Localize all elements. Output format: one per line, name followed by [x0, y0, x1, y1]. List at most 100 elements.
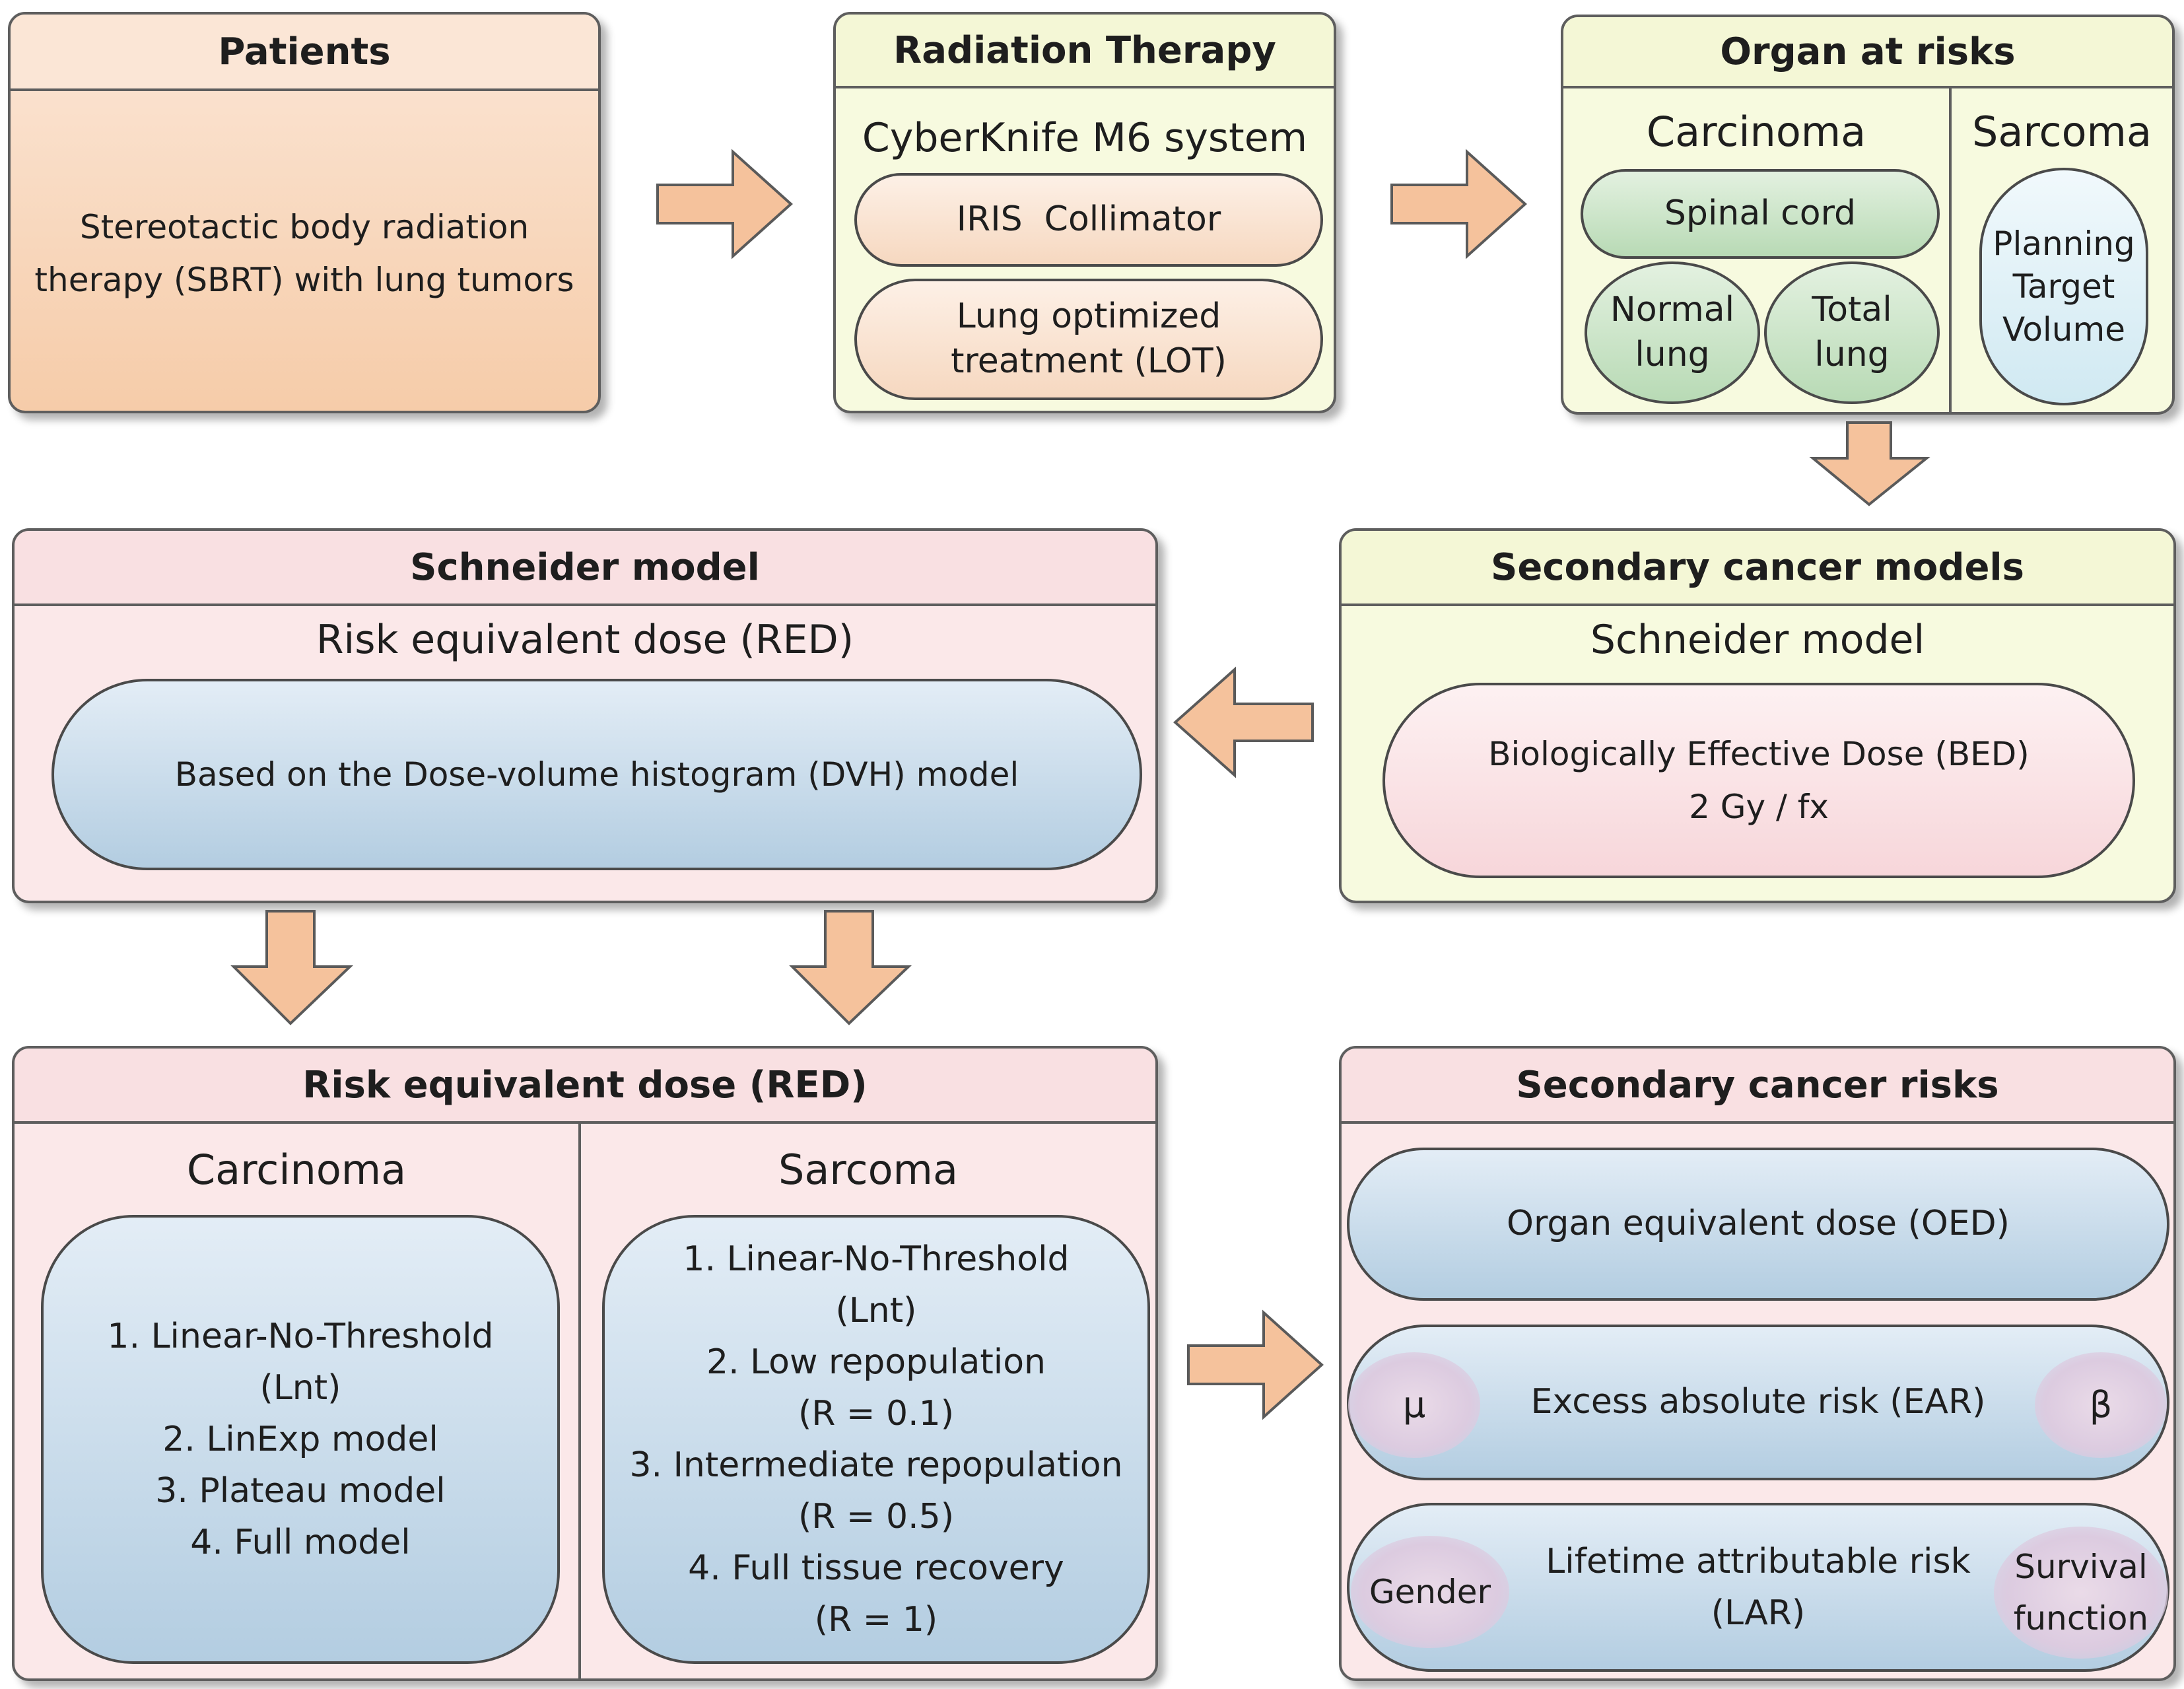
carcinoma-model-item: 1. Linear-No-Threshold — [107, 1317, 494, 1356]
red-sarcoma-label: Sarcoma — [778, 1146, 958, 1194]
patients-panel: Patients Stereotactic body radiation the… — [8, 12, 601, 413]
cyberknife-label: CyberKnife M6 system — [862, 115, 1308, 161]
sarcoma-model-item: (Lnt) — [835, 1291, 917, 1330]
schneider-model-panel: Schneider model Risk equivalent dose (RE… — [12, 528, 1158, 903]
gender-label: Gender — [1369, 1572, 1491, 1611]
red-panel: Risk equivalent dose (RED) Carcinoma Sar… — [12, 1046, 1158, 1681]
carcinoma-models-box: 1. Linear-No-Threshold (Lnt) 2. LinExp m… — [41, 1215, 560, 1664]
sarcoma-models-list: 1. Linear-No-Threshold (Lnt) 2. Low repo… — [629, 1233, 1122, 1645]
arrow-schneider-to-red-right — [789, 910, 912, 1025]
carcinoma-models-list: 1. Linear-No-Threshold (Lnt) 2. LinExp m… — [107, 1311, 493, 1568]
secondary-cancer-models-title: Secondary cancer models — [1342, 531, 2173, 606]
survival-function-label-line2: function — [2013, 1599, 2149, 1637]
ptv-label-line2: Target — [2012, 267, 2115, 306]
bed-pill: Biologically Effective Dose (BED) 2 Gy /… — [1382, 683, 2135, 878]
secondary-cancer-risks-panel: Secondary cancer risks Organ equivalent … — [1339, 1046, 2176, 1681]
arrow-shape — [1173, 666, 1314, 778]
lar-label-line2: (LAR) — [1711, 1593, 1806, 1633]
iris-collimator-label: IRIS Collimator — [956, 199, 1221, 240]
gender-factor: Gender — [1351, 1536, 1509, 1648]
secondary-models-subtitle: Schneider model — [1590, 617, 1925, 663]
carcinoma-model-item: 2. LinExp model — [162, 1420, 438, 1459]
lot-pill: Lung optimized treatment (LOT) — [854, 279, 1323, 400]
arrow-shape — [230, 910, 353, 1025]
lar-label-line1: Lifetime attributable risk — [1546, 1542, 1971, 1581]
dvh-pill: Based on the Dose-volume histogram (DVH)… — [51, 679, 1142, 870]
organ-at-risks-title: Organ at risks — [1563, 17, 2172, 88]
survival-function-factor: Survival function — [1994, 1527, 2168, 1659]
beta-label: β — [2089, 1383, 2113, 1426]
spinal-cord-pill: Spinal cord — [1581, 169, 1940, 259]
bed-label-line2: 2 Gy / fx — [1689, 788, 1829, 826]
sarcoma-model-item: 2. Low repopulation — [706, 1342, 1046, 1382]
sarcoma-model-item: 1. Linear-No-Threshold — [683, 1239, 1070, 1279]
red-title: Risk equivalent dose (RED) — [15, 1049, 1155, 1124]
oed-pill: Organ equivalent dose (OED) — [1347, 1148, 2169, 1301]
spinal-cord-label: Spinal cord — [1664, 193, 1857, 234]
oed-label: Organ equivalent dose (OED) — [1507, 1204, 2010, 1244]
normal-lung-label: Normal lung — [1610, 288, 1734, 377]
sarcoma-model-item: 4. Full tissue recovery — [688, 1548, 1064, 1588]
patients-description: Stereotactic body radiation therapy (SBR… — [11, 201, 598, 306]
carcinoma-model-item: 4. Full model — [190, 1523, 411, 1562]
arrow-shape — [1187, 1309, 1324, 1420]
ear-label: Excess absolute risk (EAR) — [1530, 1382, 1986, 1422]
total-lung-pill: Total lung — [1764, 261, 1940, 404]
total-lung-label-line2: lung — [1814, 335, 1890, 374]
sarcoma-model-item: (R = 1) — [814, 1600, 938, 1639]
normal-lung-label-line2: lung — [1635, 335, 1710, 374]
ptv-label-line1: Planning — [1993, 224, 2135, 263]
sarcoma-model-item: (R = 0.5) — [798, 1497, 955, 1536]
patients-description-line2: therapy (SBRT) with lung tumors — [34, 261, 574, 299]
schneider-model-title: Schneider model — [15, 531, 1155, 606]
secondary-cancer-risks-title: Secondary cancer risks — [1342, 1049, 2173, 1124]
bed-label: Biologically Effective Dose (BED) 2 Gy /… — [1488, 728, 2030, 833]
arrow-radiation-to-organ — [1390, 149, 1527, 259]
lot-label-line1: Lung optimized — [956, 296, 1221, 337]
arrow-shape — [789, 910, 912, 1025]
radiation-therapy-panel: Radiation Therapy CyberKnife M6 system I… — [833, 12, 1336, 413]
red-divider — [578, 1121, 581, 1678]
arrow-shape — [1809, 421, 1930, 506]
patients-title: Patients — [11, 15, 598, 91]
ptv-label: Planning Target Volume — [1993, 223, 2134, 351]
iris-collimator-pill: IRIS Collimator — [854, 173, 1323, 267]
lar-label: Lifetime attributable risk (LAR) — [1546, 1536, 1970, 1639]
normal-lung-label-line1: Normal — [1610, 290, 1735, 330]
survival-function-label-line1: Survival — [2014, 1548, 2148, 1586]
normal-lung-pill: Normal lung — [1585, 261, 1760, 404]
arrow-schneider-to-red-left — [230, 910, 353, 1025]
patients-description-line1: Stereotactic body radiation — [79, 208, 529, 246]
total-lung-label: Total lung — [1812, 288, 1892, 377]
carcinoma-model-item: (Lnt) — [259, 1368, 341, 1408]
arrow-organ-to-models — [1809, 421, 1930, 506]
dvh-label: Based on the Dose-volume histogram (DVH)… — [174, 755, 1019, 794]
ear-pill: Excess absolute risk (EAR) — [1347, 1325, 2169, 1480]
organ-at-risks-panel: Organ at risks Carcinoma Sarcoma Spinal … — [1561, 15, 2175, 415]
organ-divider — [1949, 86, 1952, 412]
lot-label: Lung optimized treatment (LOT) — [951, 294, 1227, 384]
arrow-red-to-risks — [1187, 1309, 1324, 1420]
bed-label-line1: Biologically Effective Dose (BED) — [1488, 735, 2030, 773]
ptv-label-line3: Volume — [2002, 310, 2125, 349]
total-lung-label-line1: Total — [1812, 290, 1892, 330]
beta-factor: β — [2035, 1352, 2167, 1458]
radiation-therapy-title: Radiation Therapy — [836, 15, 1334, 88]
schneider-subtitle: Risk equivalent dose (RED) — [316, 617, 854, 663]
organ-sarcoma-label: Sarcoma — [1972, 108, 2152, 156]
sarcoma-model-item: (R = 0.1) — [798, 1394, 955, 1433]
lot-label-line2: treatment (LOT) — [951, 341, 1227, 381]
ptv-pill: Planning Target Volume — [1979, 168, 2148, 405]
organ-carcinoma-label: Carcinoma — [1646, 108, 1866, 156]
carcinoma-model-item: 3. Plateau model — [155, 1471, 446, 1511]
red-carcinoma-label: Carcinoma — [186, 1146, 407, 1194]
arrow-shape — [1390, 149, 1527, 259]
arrow-shape — [656, 149, 793, 259]
sarcoma-model-item: 3. Intermediate repopulation — [629, 1445, 1123, 1485]
secondary-cancer-models-panel: Secondary cancer models Schneider model … — [1339, 528, 2176, 903]
arrow-models-to-schneider — [1173, 666, 1314, 778]
mu-factor: μ — [1348, 1352, 1480, 1458]
sarcoma-models-box: 1. Linear-No-Threshold (Lnt) 2. Low repo… — [602, 1215, 1150, 1664]
survival-function-label: Survival function — [2014, 1541, 2148, 1644]
arrow-patients-to-radiation — [656, 149, 793, 259]
